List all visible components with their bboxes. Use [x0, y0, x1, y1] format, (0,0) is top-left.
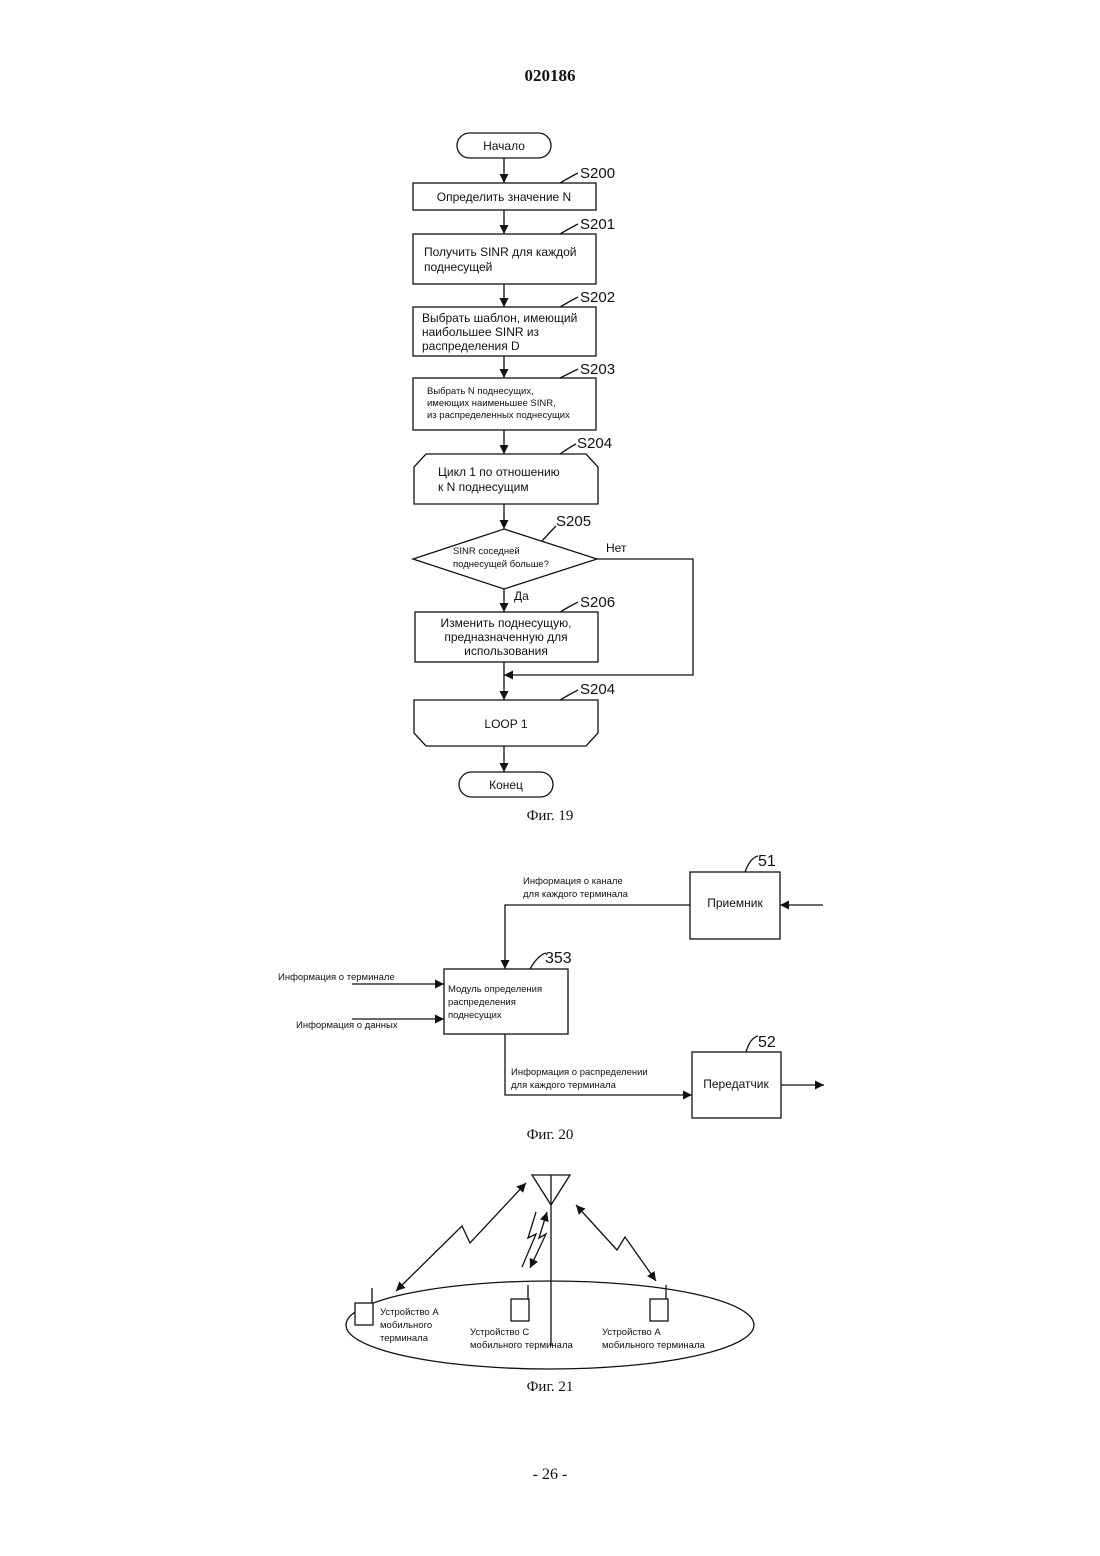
step-s202-text-1: Выбрать шаблон, имеющий: [422, 311, 577, 325]
step-s206-text-1: Изменить поднесущую,: [440, 616, 571, 630]
start-label: Начало: [483, 139, 525, 153]
step-s203-text-3: из распределенных поднесущих: [427, 410, 570, 421]
decision-yes-label: Да: [514, 589, 529, 603]
step-s204b-text: LOOP 1: [484, 717, 527, 731]
step-s203-label: S203: [580, 361, 615, 378]
decision-no-label: Нет: [606, 541, 627, 555]
channel-info-text-2: для каждого терминала: [523, 889, 629, 900]
mobile-device-right-icon: [650, 1299, 668, 1321]
mobile-device-center-icon: [511, 1299, 529, 1321]
step-s203-text-2: имеющих наименьшее SINR,: [427, 398, 556, 409]
step-s201-box: [413, 234, 596, 284]
alloc-info-text-2: для каждого терминала: [511, 1080, 617, 1091]
fig19-flowchart: Начало Определить значение N S200 Получи…: [413, 133, 693, 824]
module-text-1: Модуль определения: [448, 984, 542, 995]
step-s200-text: Определить значение N: [437, 190, 571, 204]
receiver-ref: 51: [758, 853, 776, 870]
step-s201-text-1: Получить SINR для каждой: [424, 245, 577, 259]
module-text-2: распределения: [448, 997, 516, 1008]
radio-link-right: [576, 1205, 656, 1281]
step-s201-text-2: поднесущей: [424, 260, 492, 274]
step-s201-label: S201: [580, 216, 615, 233]
radio-link-center-2: [530, 1212, 547, 1268]
channel-info-line: [505, 905, 690, 969]
step-s205-text-1: SINR соседней: [453, 546, 520, 557]
step-s202-text-2: наибольшее SINR из: [422, 325, 540, 339]
fig20-caption: Фиг. 20: [527, 1127, 574, 1143]
transmitter-ref: 52: [758, 1034, 776, 1051]
fig20-block-diagram: Приемник 51 Информация о канале для кажд…: [278, 853, 824, 1143]
device-right-text-2: мобильного терминала: [602, 1340, 705, 1351]
fig21-caption: Фиг. 21: [527, 1379, 574, 1395]
step-s206-text-2: предназначенную для: [444, 630, 567, 644]
step-s204a-label: S204: [577, 435, 612, 452]
radio-link-left: [396, 1183, 526, 1291]
step-s200-label: S200: [580, 165, 615, 182]
step-s206-text-3: использования: [464, 644, 548, 658]
page-number: - 26 -: [0, 1466, 1100, 1484]
step-s205-text-2: поднесущей больше?: [453, 559, 549, 570]
device-center-text-2: мобильного терминала: [470, 1340, 573, 1351]
step-s205-label: S205: [556, 513, 591, 530]
end-label: Конец: [489, 778, 523, 792]
fig19-caption: Фиг. 19: [527, 808, 574, 824]
fig21-network: Устройство A мобильного терминала Устрой…: [346, 1175, 754, 1395]
device-left-text-2: мобильного: [380, 1320, 432, 1331]
device-right-text-1: Устройство A: [602, 1327, 661, 1338]
step-s204a-text-2: к N поднесущим: [438, 480, 529, 494]
module-ref: 353: [545, 950, 572, 967]
channel-info-text-1: Информация о канале: [523, 876, 623, 887]
mobile-device-left-icon: [355, 1303, 373, 1325]
step-s204b-label: S204: [580, 681, 615, 698]
receiver-label: Приемник: [707, 896, 763, 910]
device-center-text-1: Устройство C: [470, 1327, 529, 1338]
step-s204-loop-start: [414, 454, 598, 504]
alloc-info-text-1: Информация о распределении: [511, 1067, 648, 1078]
transmitter-label: Передатчик: [703, 1077, 769, 1091]
module-text-3: поднесущих: [448, 1010, 502, 1021]
step-s203-text-1: Выбрать N поднесущих,: [427, 386, 534, 397]
data-info-text: Информация о данных: [296, 1020, 398, 1031]
step-s206-label: S206: [580, 594, 615, 611]
step-s202-text-3: распределения D: [422, 339, 520, 353]
step-s204a-text-1: Цикл 1 по отношению: [438, 465, 560, 479]
device-left-text-3: терминала: [380, 1333, 429, 1344]
terminal-info-text: Информация о терминале: [278, 972, 395, 983]
step-s202-label: S202: [580, 289, 615, 306]
device-left-text-1: Устройство A: [380, 1307, 439, 1318]
